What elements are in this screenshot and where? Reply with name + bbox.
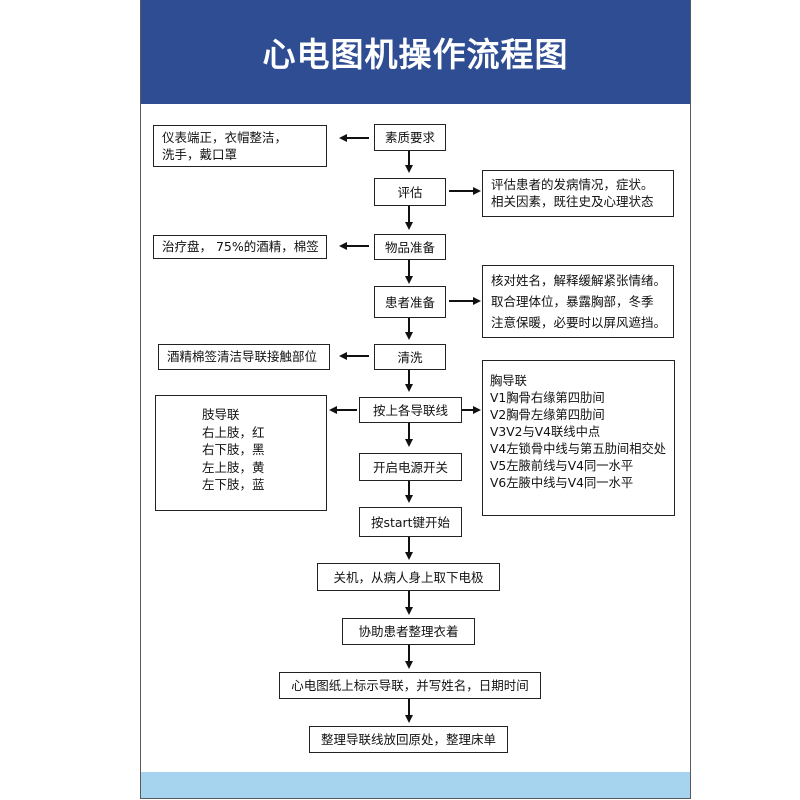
step-label: 关机，从病人身上取下电极 (333, 569, 484, 585)
page-title: 心电图机操作流程图 (262, 35, 569, 74)
step-label: 按上各导联线 (372, 402, 448, 418)
step-power-on: 开启电源开关 (359, 453, 462, 481)
flowchart-poster: 心电图机操作流程图 (140, 0, 691, 799)
step-label: 物品准备 (384, 239, 435, 255)
step-press-start: 按start键开始 (359, 507, 462, 537)
footer-band (141, 772, 690, 798)
step-label: 患者准备 (384, 294, 435, 310)
note-supplies-details: 治疗盘， 75%的酒精，棉签 (153, 235, 327, 259)
step-label: 整理导联线放回原处，整理床单 (320, 732, 496, 747)
step-quality-requirements: 素质要求 (374, 124, 446, 151)
step-label: 开启电源开关 (372, 459, 448, 475)
note-cleaning-details: 酒精棉签清洁导联接触部位 (158, 344, 330, 370)
step-label: 素质要求 (384, 130, 435, 145)
step-tidy-up: 整理导联线放回原处，整理床单 (309, 726, 508, 753)
step-assessment: 评估 (374, 178, 446, 206)
note-limb-leads: 肢导联 右上肢，红 右下肢，黑 左上肢，黄 左下肢，蓝 (155, 395, 327, 511)
step-help-dress: 协助患者整理衣着 (342, 618, 475, 645)
step-label-paper: 心电图纸上标示导联，并写姓名，日期时间 (279, 672, 541, 699)
step-cleaning: 清洗 (374, 344, 446, 370)
note-chest-leads: 胸导联 V1胸骨右缘第四肋间 V2胸骨左缘第四肋间 V3V2与V4联线中点 V4… (482, 360, 675, 516)
step-label: 评估 (397, 184, 423, 200)
step-patient-prep: 患者准备 (374, 286, 446, 318)
header-banner: 心电图机操作流程图 (141, 0, 690, 104)
step-label: 协助患者整理衣着 (358, 624, 459, 639)
step-label: 清洗 (397, 349, 423, 365)
step-attach-leads: 按上各导联线 (359, 397, 462, 423)
step-label: 按start键开始 (370, 514, 451, 530)
step-label: 心电图纸上标示导联，并写姓名，日期时间 (291, 678, 529, 693)
step-supplies-prep: 物品准备 (374, 234, 446, 260)
step-power-off: 关机，从病人身上取下电极 (317, 563, 500, 591)
note-quality-details: 仪表端正，衣帽整洁， 洗手，戴口罩 (153, 125, 327, 167)
note-patient-prep-details: 核对姓名，解释缓解紧张情绪。 取合理体位，暴露胸部，冬季 注意保暖，必要时以屏风… (482, 265, 674, 338)
note-assessment-details: 评估患者的发病情况，症状。 相关因素，既往史及心理状态 (482, 170, 674, 217)
